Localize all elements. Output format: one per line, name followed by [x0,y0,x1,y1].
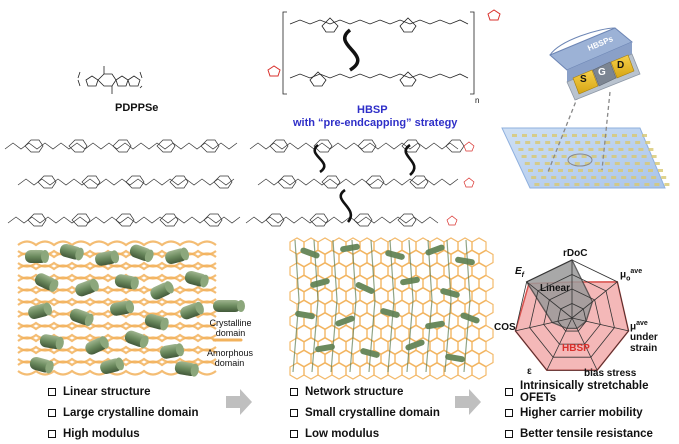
electrode-g: G [598,67,606,78]
hbsp-branch-links [313,143,416,223]
arrow-icon [226,389,252,415]
radar-axis-rdoc: rDoC [563,248,588,259]
radar-axis-mu-strain: μave under strain [630,320,658,355]
list-network: Network structure Small crystalline doma… [290,381,440,444]
hbsp-repeat-structure [282,11,475,95]
repeat-n: n [475,96,480,105]
checkbox-icon [290,387,298,396]
radar-chart [514,259,630,372]
list-item: Large crystalline domain [48,402,199,423]
list-linear: Linear structure Large crystalline domai… [48,381,199,444]
checkbox-icon [505,429,513,438]
radar-axis-ef: Ef [515,266,525,279]
list-item: Intrinsically stretchable OFETs [505,380,679,404]
list-item: Better tensile resistance [505,423,679,444]
checkbox-icon [48,429,56,438]
checkbox-icon [290,408,298,417]
checkbox-icon [48,408,56,417]
radar-axis-mu-o: μoave [620,268,643,283]
legend-crystalline-glyph [213,300,245,312]
checkbox-icon [290,429,298,438]
radar-series-linear: Linear [540,283,571,294]
electrode-s: S [580,74,587,85]
linear-morphology [17,238,217,377]
pdppse-title: PDPPSe [115,102,159,114]
list-item: High modulus [48,423,199,444]
list-item: Higher carrier mobility [505,402,679,423]
hbsp-title: HBSP [357,104,388,116]
checkbox-icon [505,408,513,417]
hbsp-network-chains [245,139,475,227]
radar-axis-cos: COS [494,322,516,333]
hbsp-branch-linker [343,28,360,72]
pdppse-monomer-structure [77,66,143,94]
arrow-icon [455,389,481,415]
radar-axis-epsilon: ε [527,366,532,377]
list-item: Low modulus [290,423,440,444]
endcap-icon [487,9,501,21]
list-hbsp-benefits: Intrinsically stretchable OFETs Higher c… [505,380,679,444]
endcap-icon [267,65,281,77]
radar-axis-bias: bias stress [584,368,637,379]
list-item: Linear structure [48,381,199,402]
list-item: Small crystalline domain [290,402,440,423]
hbsp-subtitle: with “pre-endcapping” strategy [293,117,458,129]
network-morphology [288,237,494,380]
checkbox-icon [505,387,513,396]
electrode-d: D [617,60,625,71]
device-illustration [501,27,670,189]
checkbox-icon [48,387,56,396]
linear-chains [4,139,241,227]
list-item: Network structure [290,381,440,402]
radar-series-hbsp: HBSP [562,343,590,354]
